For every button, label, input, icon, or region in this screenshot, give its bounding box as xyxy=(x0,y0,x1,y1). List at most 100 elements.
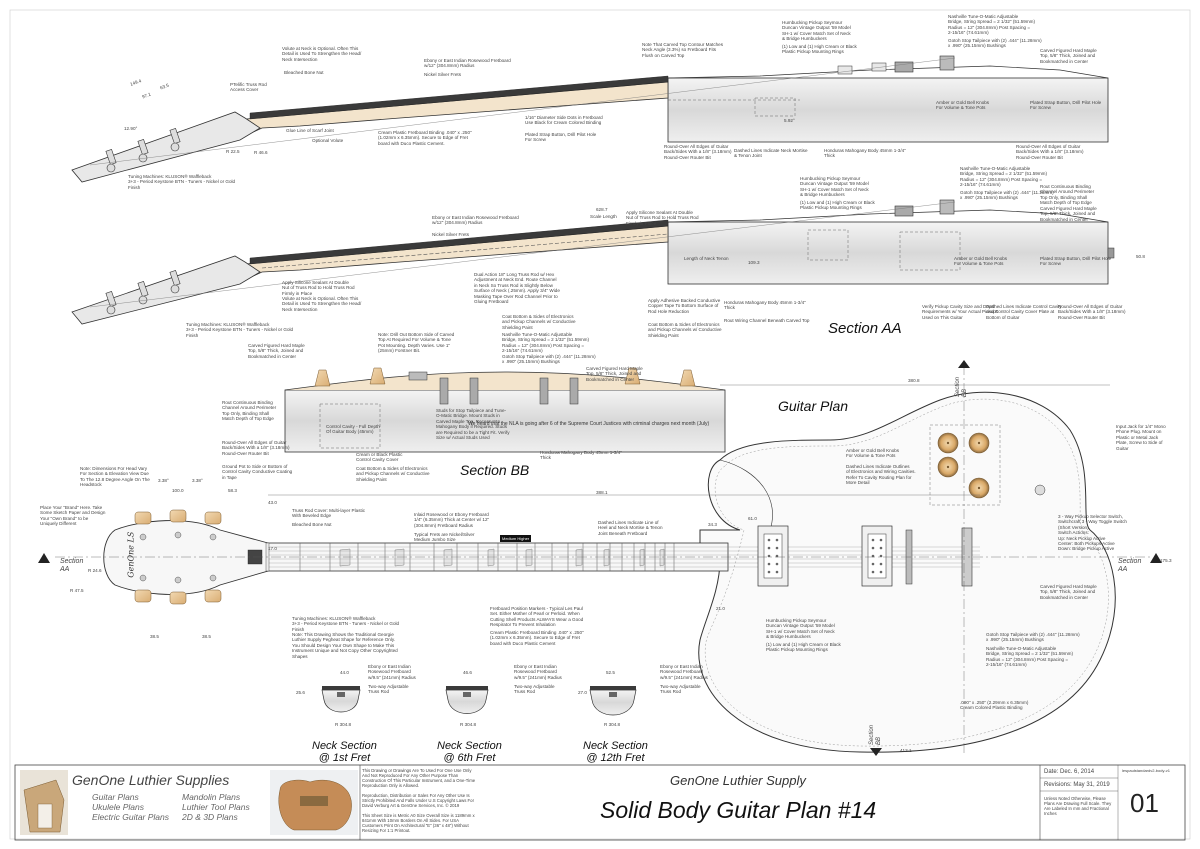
note-input-jack: Input Jack for 1/4" Mono Phone Plug. Mou… xyxy=(1116,424,1166,451)
note-dual-action: Dual Action 18" Long Truss Rod w/ Hex Ad… xyxy=(474,272,560,305)
title-block-units-note: Unless Noted Otherwise, Please Plans Are… xyxy=(1044,796,1112,816)
section-aa-carved-top xyxy=(667,209,1109,223)
top-elevation-headstock xyxy=(71,111,261,183)
note-pickup-rings-aa: (1) Low and (1) High Cream or Black Plas… xyxy=(800,200,875,211)
note-dashed-electronics: Dashed Lines Indicate Outlines of Electr… xyxy=(846,464,916,486)
note-dashed-mortise: Dashed Lines Indicate Neck Mortise & Ten… xyxy=(734,148,808,159)
note-drill-output: Note: Drill Out Bottom Side of Carved To… xyxy=(378,332,455,354)
headstock-logo: GenOne LS xyxy=(126,531,136,578)
top-elevation-fretboard xyxy=(249,75,669,120)
note-silicone-top: Apply Silicone Sealant At Double Nut of … xyxy=(626,210,699,226)
note-conductive: Apply Adhesive Backed Conductive Copper … xyxy=(648,298,721,314)
note-bridge-plan: Nashville Tune-O-Matic Adjustable Bridge… xyxy=(986,646,1074,668)
note-position-markers: Fretboard Position Markers - Typical Les… xyxy=(490,606,584,628)
top-elevation-tailpiece xyxy=(939,55,955,71)
section-aa-headstock xyxy=(71,255,261,325)
plan-selector-switch xyxy=(1034,484,1046,496)
note-knobs-aa: Amber or Gold Bell Knobs For Volume & To… xyxy=(954,256,1008,267)
note-coat-bottom: Coat Bottom & Sides of Electronics and P… xyxy=(648,322,722,338)
note-knobs: Amber or Gold Bell Knobs For Volume & To… xyxy=(936,100,990,111)
note-ebony-fretboard: Ebony or East Indian Rosewood Fretboard … xyxy=(424,58,511,69)
note-volute: Volute at Neck is Optional. Often This D… xyxy=(282,46,362,62)
section-aa-bridge xyxy=(894,205,914,217)
dim-33: 38.5 xyxy=(202,634,211,639)
note-bridge-aa: Nashville Tune-O-Matic Adjustable Bridge… xyxy=(960,166,1048,188)
note-rout-binding-bb: Rout Continuous Binding Channel Around P… xyxy=(222,400,277,422)
section-bb-knobs xyxy=(314,367,696,387)
section-aa-cavity xyxy=(807,229,849,261)
dim-16: 43.0 xyxy=(268,500,277,505)
note-tailpiece-bb: Gotoh Stop Tailpiece with (2) .444" (11.… xyxy=(502,354,596,365)
title-block-plan-title: Solid Body Guitar Plan #14 xyxy=(600,797,877,823)
note-tailpiece-plan: Gotoh Stop Tailpiece with (2) .444" (11.… xyxy=(986,632,1080,643)
dim-12: 50.8 xyxy=(1136,254,1145,259)
dim-27: R 304.8 xyxy=(460,722,477,727)
note-tuners-aa: Tuning Machines: KLUSON® Waffleback 3+3 … xyxy=(186,322,294,338)
section-bb-jack xyxy=(408,371,428,381)
note-glue-line: Glue Line of Scarf Joint xyxy=(286,128,334,133)
dim-23: 44.0 xyxy=(340,670,349,675)
dim-22: R 47.5 xyxy=(70,588,84,593)
title-block-small-id: lespaulstandardv2-body-v1 xyxy=(1122,768,1171,773)
note-rout-wiring: Rout Wiring Channel Beneath Carved Top xyxy=(724,318,810,323)
note-bleached-bone-nut: Bleached Bone Nut xyxy=(284,70,324,75)
title-block-guitar-image xyxy=(270,770,358,835)
title-block-subtitle: GenOne Luthier Supply xyxy=(670,773,806,788)
top-elevation-body xyxy=(667,77,1109,143)
note-typical-frets: Typical Frets are Nickel/Silver Medium J… xyxy=(414,532,475,543)
top-elevation-bridge xyxy=(894,61,914,73)
note-fretboard-radius-1: Ebony or East Indian Rosewood Fretboard … xyxy=(368,664,416,680)
plan-strings xyxy=(150,546,980,568)
note-truss-rod: PTelific Truss Rod Access Cover xyxy=(230,82,267,93)
note-carved-top: Note That Carved Top Contour Matches Nec… xyxy=(642,42,724,58)
dim-10: 109.3 xyxy=(748,260,760,265)
top-elevation-string xyxy=(89,57,956,166)
plan-tuner-posts xyxy=(139,531,217,584)
note-nickel-frets: Nickel Silver Frets xyxy=(424,72,462,77)
neck-section-6-title: Neck Section @ 6th Fret xyxy=(437,740,502,764)
note-side-dots: 1/16" Diameter Side Dots in Fretboard Us… xyxy=(525,115,603,126)
section-bb-body xyxy=(284,389,726,453)
top-elevation-view xyxy=(71,55,1109,183)
dim-14: 3.38° xyxy=(192,478,203,483)
section-marker-top-label: Section BB xyxy=(955,376,969,398)
section-aa-truss-rod xyxy=(261,233,669,269)
plan-tuner-buttons xyxy=(134,509,222,605)
note-amber-knobs-2: Amber or Gold Bell Knobs For Volume & To… xyxy=(846,448,900,459)
note-tuners-plan: Tuning Machines: KLUSON® Waffleback 3+3 … xyxy=(292,616,400,632)
top-elevation-pickup xyxy=(837,65,853,75)
note-binding: Cream Plastic Fretboard Binding .040" x … xyxy=(378,130,472,146)
note-pickup-rings: (1) Low and (1) High Cream or Black Plas… xyxy=(782,44,857,55)
section-marker-left-label: Section AA xyxy=(60,558,84,573)
note-binding-2: Cream Plastic Fretboard Binding .040" x … xyxy=(490,630,584,646)
dim-17: 58.3 xyxy=(228,488,237,493)
note-pickup-cavity: Verify Pickup Cavity Size and Depth Requ… xyxy=(922,304,999,320)
title-block-frame xyxy=(14,764,1186,841)
section-aa-body xyxy=(667,221,1109,285)
section-bb-stud-4 xyxy=(569,377,579,405)
note-tuners: Tuning Machines: KLUSON® Waffleback 3+3 … xyxy=(128,174,236,190)
note-inlay: Inlaid Rosewood or Ebony Fretboard 1/4" … xyxy=(414,512,490,528)
section-aa-title: Section AA xyxy=(828,320,902,337)
dim-18: 21.0 xyxy=(716,606,725,611)
note-tailpiece-aa: Gotoh Stop Tailpiece with (2) .444" (11.… xyxy=(960,190,1054,201)
guitar-plan-view xyxy=(38,360,1162,756)
dim-34: 412.1 xyxy=(900,748,912,753)
title-block-products-col1: Guitar Plans Ukulele Plans Electric Guit… xyxy=(92,792,169,822)
dim-26: R 304.8 xyxy=(335,722,352,727)
title-block-logo-image xyxy=(20,770,68,835)
top-elevation-pickup-2 xyxy=(871,62,887,72)
dim-8: Scale Length xyxy=(590,214,617,219)
section-aa-fretboard xyxy=(249,219,669,265)
fret-label-box: Medium Higher xyxy=(500,535,532,543)
note-humbucker: Humbucking Pickup Seymour Duncan Vintage… xyxy=(782,20,851,42)
top-elevation-tuners xyxy=(105,128,181,173)
note-tailpiece: Gotoh Stop Tailpiece with (2) .444" (11.… xyxy=(948,38,1042,49)
section-marker-right xyxy=(1150,553,1162,563)
section-bb-stud xyxy=(439,377,449,405)
dim-5: R 22.5 xyxy=(226,149,240,154)
note-body-binding: .090" x .250" (2.29mm x 6.35mm) Cream Co… xyxy=(960,700,1029,711)
note-coat-bottom-bb: Coat Bottom & Sides of Electronics and P… xyxy=(502,314,576,330)
plan-control-cavity xyxy=(929,424,1001,506)
